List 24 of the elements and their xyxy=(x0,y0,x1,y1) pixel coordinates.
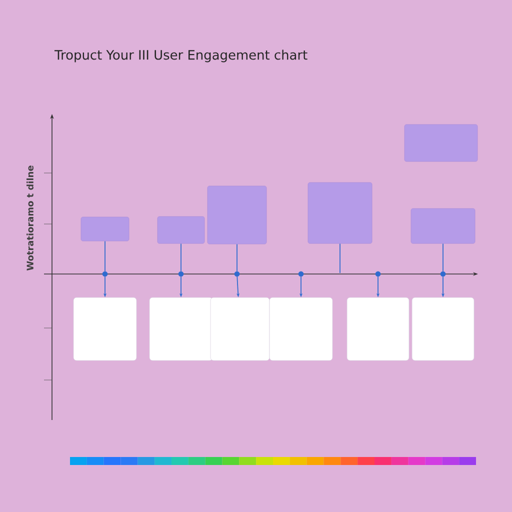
text-card xyxy=(346,297,410,361)
text-card xyxy=(210,297,270,361)
text-card xyxy=(73,297,137,361)
connector xyxy=(442,243,444,272)
axis-label: Wotratioramo t dilne xyxy=(26,166,34,270)
callout-box xyxy=(410,208,476,244)
connector xyxy=(180,243,182,272)
callout-box xyxy=(157,216,205,244)
chart-title: Tropuct Your III User Engagement chart xyxy=(54,50,308,62)
text-card xyxy=(149,297,213,361)
text-card xyxy=(269,297,333,361)
callout-box xyxy=(404,124,478,162)
axis-point xyxy=(102,271,108,277)
callout-box xyxy=(308,182,372,244)
text-card xyxy=(412,297,474,361)
axis-point xyxy=(375,271,381,277)
connector xyxy=(104,240,106,272)
axis-point xyxy=(298,271,304,277)
connector xyxy=(236,244,238,272)
axis-point xyxy=(234,271,240,277)
axis-point xyxy=(440,271,446,277)
axis-point xyxy=(178,271,184,277)
callout-box xyxy=(207,186,267,244)
callout-box xyxy=(80,216,130,242)
